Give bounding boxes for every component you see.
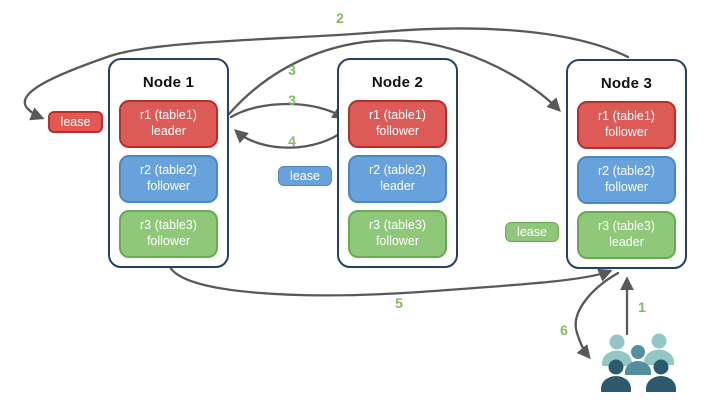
node-1-box: Node 1 r1 (table1) leader r2 (table2) fo… [108, 58, 229, 268]
replica-range: r1 (table1) [140, 108, 197, 123]
arrow-3-node1-to-node2 [229, 102, 347, 120]
node-2-replica-r3: r3 (table3) follower [348, 210, 447, 258]
node-2-title: Node 2 [371, 74, 424, 91]
replica-range: r2 (table2) [369, 163, 426, 178]
replica-range: r3 (table3) [369, 218, 426, 233]
replica-role: follower [604, 125, 649, 139]
node-2-replica-r2: r2 (table2) leader [348, 155, 447, 203]
lease-badge-table1: lease [48, 111, 103, 133]
arrow-5-node1-to-node3 [168, 265, 613, 297]
node-3-box: Node 3 r1 (table1) follower r2 (table2) … [566, 59, 687, 269]
arrow-3-node1-to-node3 [227, 39, 561, 116]
arrow-2-node3-to-lease1 [23, 27, 630, 121]
arrow-6-leader-to-users [574, 271, 620, 360]
users-front-row [601, 359, 676, 392]
replica-range: r1 (table1) [369, 108, 426, 123]
arrow-4-node2-to-node1 [233, 127, 348, 149]
node-2-replica-r1: r1 (table1) follower [348, 100, 447, 148]
lease-badge-table3: lease [505, 222, 559, 242]
step-label-2: 2 [336, 10, 344, 26]
users-back-row [602, 333, 674, 366]
node-2-box: Node 2 r1 (table1) follower r2 (table2) … [337, 58, 458, 268]
node-1-replica-r1: r1 (table1) leader [119, 100, 218, 148]
node-3-replica-r3: r3 (table3) leader [577, 211, 676, 259]
replica-role: follower [604, 180, 649, 194]
node-1-replica-r3: r3 (table3) follower [119, 210, 218, 258]
node-3-replica-r1: r1 (table1) follower [577, 101, 676, 149]
step-label-4: 4 [288, 133, 296, 149]
replica-role: follower [375, 124, 420, 138]
replica-range: r2 (table2) [598, 164, 655, 179]
replica-role: leader [380, 179, 415, 193]
replica-role: follower [375, 234, 420, 248]
lease-badge-table2: lease [278, 166, 332, 186]
replica-range: r1 (table1) [598, 109, 655, 124]
users-icon [601, 333, 676, 392]
replica-role: leader [609, 235, 644, 249]
replica-role: follower [146, 234, 191, 248]
step-label-6: 6 [560, 322, 568, 338]
step-label-1: 1 [638, 299, 646, 315]
step-label-3b: 3 [288, 92, 296, 108]
node-3-title: Node 3 [600, 75, 653, 92]
replica-range: r3 (table3) [598, 219, 655, 234]
replica-role: follower [146, 179, 191, 193]
node-3-replica-r2: r2 (table2) follower [577, 156, 676, 204]
replica-range: r3 (table3) [140, 218, 197, 233]
step-label-3a: 3 [288, 62, 296, 78]
replica-role: leader [151, 124, 186, 138]
replica-range: r2 (table2) [140, 163, 197, 178]
node-1-replica-r2: r2 (table2) follower [119, 155, 218, 203]
step-label-5: 5 [395, 295, 403, 311]
users-middle-person [625, 345, 651, 375]
node-1-title: Node 1 [142, 74, 195, 91]
